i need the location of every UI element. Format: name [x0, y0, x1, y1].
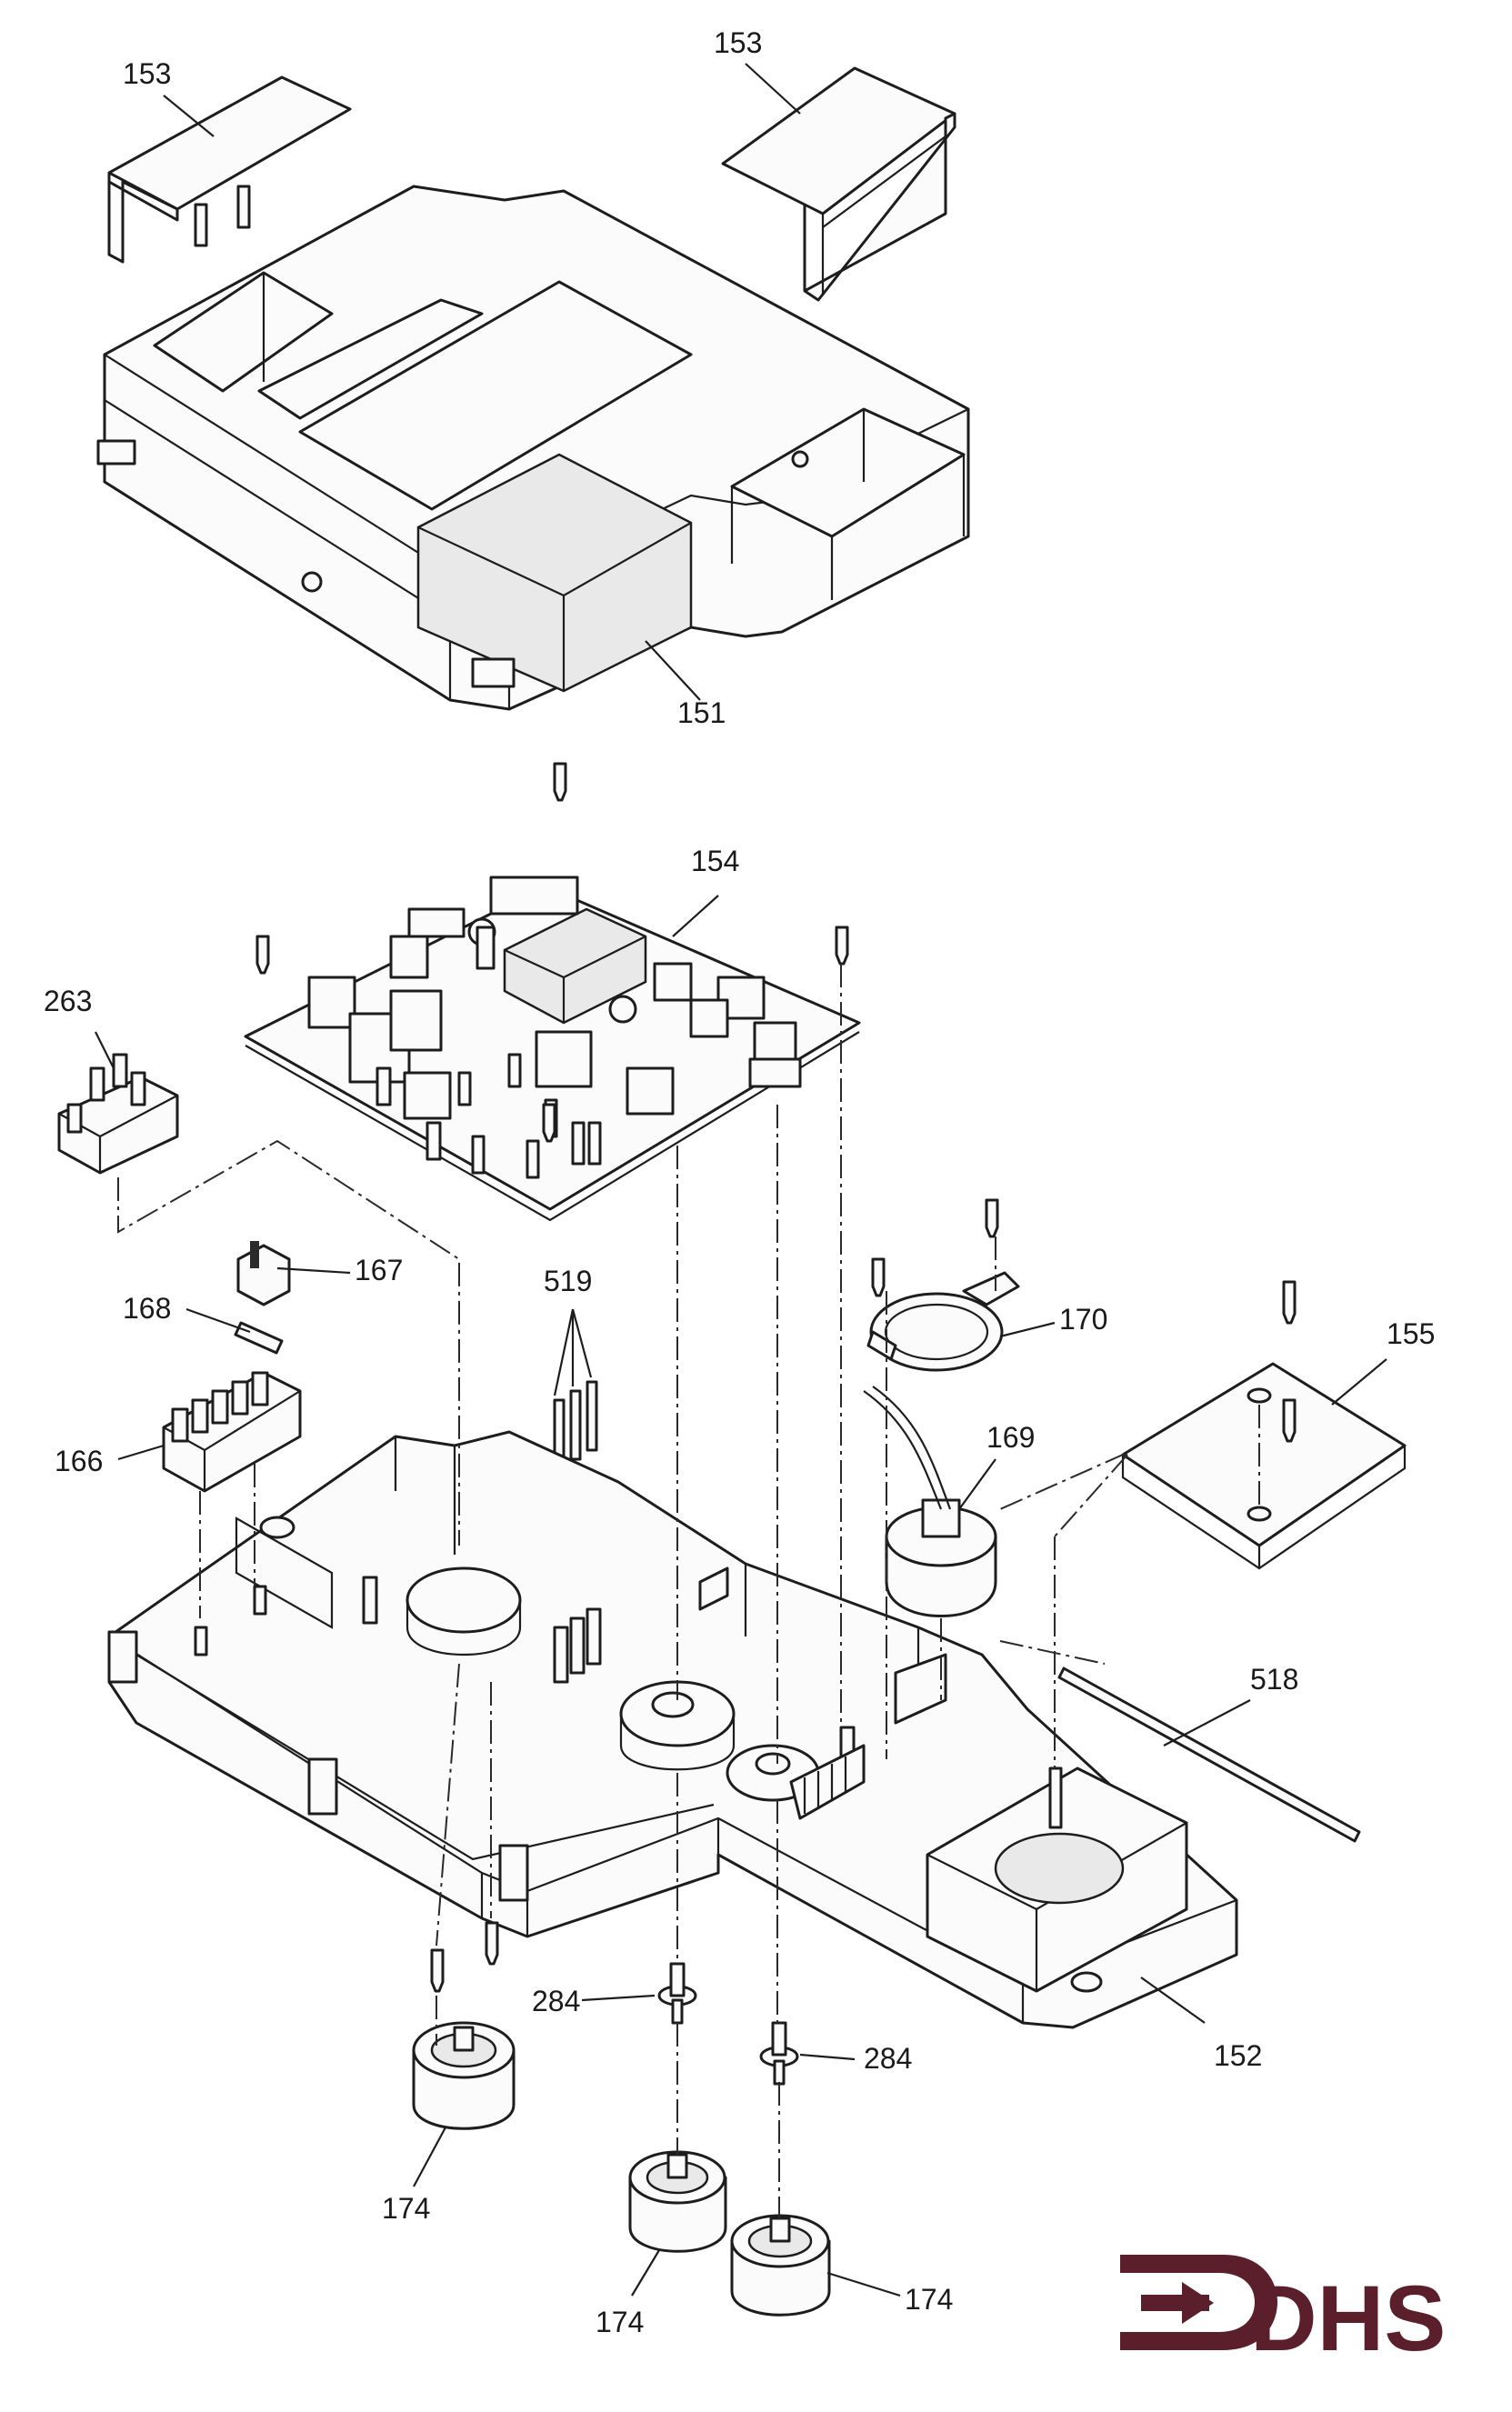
callout-152: 152: [1214, 2039, 1262, 2072]
callout-174-middle: 174: [596, 2306, 644, 2338]
pcb-154: [244, 762, 861, 1222]
dhs-logo: DHS: [1120, 2255, 1446, 2370]
sensor-169: [863, 1386, 997, 1617]
callout-153-right: 153: [714, 26, 762, 59]
cover-153-left: [107, 75, 352, 264]
assembly-lines: [117, 964, 1260, 2218]
base-152: [107, 1430, 1238, 2029]
knob-174-middle: [628, 2150, 727, 2253]
callout-284-right: 284: [864, 2042, 912, 2075]
callout-166: 166: [55, 1445, 103, 1477]
callout-154: 154: [691, 845, 739, 877]
knob-174-left: [412, 2021, 516, 2130]
dhs-logo-mark: [1120, 2255, 1277, 2350]
cover-plate-155: [1121, 1280, 1407, 1570]
callout-519: 519: [544, 1265, 592, 1297]
spindle-284-left: [657, 1962, 697, 2025]
callout-168: 168: [123, 1292, 171, 1325]
knob-174-right: [730, 2214, 831, 2317]
callout-169: 169: [986, 1421, 1035, 1454]
connector-167: [236, 1241, 291, 1306]
leader-lines: [95, 63, 1387, 2297]
callout-153-left: 153: [123, 57, 171, 90]
dhs-logo-text: DHS: [1250, 2267, 1446, 2370]
screws-bottom: [430, 1921, 499, 1993]
callout-174-right: 174: [905, 2283, 953, 2316]
callout-518: 518: [1250, 1663, 1298, 1696]
callout-170: 170: [1059, 1303, 1107, 1336]
callout-151: 151: [677, 696, 726, 729]
switch-263: [57, 1053, 179, 1175]
callout-labels: 153 153 151 154 263 167 168 519 170 155 …: [44, 26, 1435, 2338]
callout-155: 155: [1387, 1317, 1435, 1350]
terminal-block-166: [162, 1371, 302, 1493]
callout-174-left: 174: [382, 2192, 430, 2225]
callout-284-left: 284: [532, 1985, 580, 2017]
callout-263: 263: [44, 985, 92, 1017]
top-cover-151: [96, 185, 970, 711]
callout-167: 167: [355, 1254, 403, 1286]
cover-153-right: [721, 66, 956, 302]
spindle-284-right: [759, 2021, 799, 2086]
sensor-rod-518: [1057, 1666, 1361, 1843]
fuse-168: [234, 1321, 284, 1355]
